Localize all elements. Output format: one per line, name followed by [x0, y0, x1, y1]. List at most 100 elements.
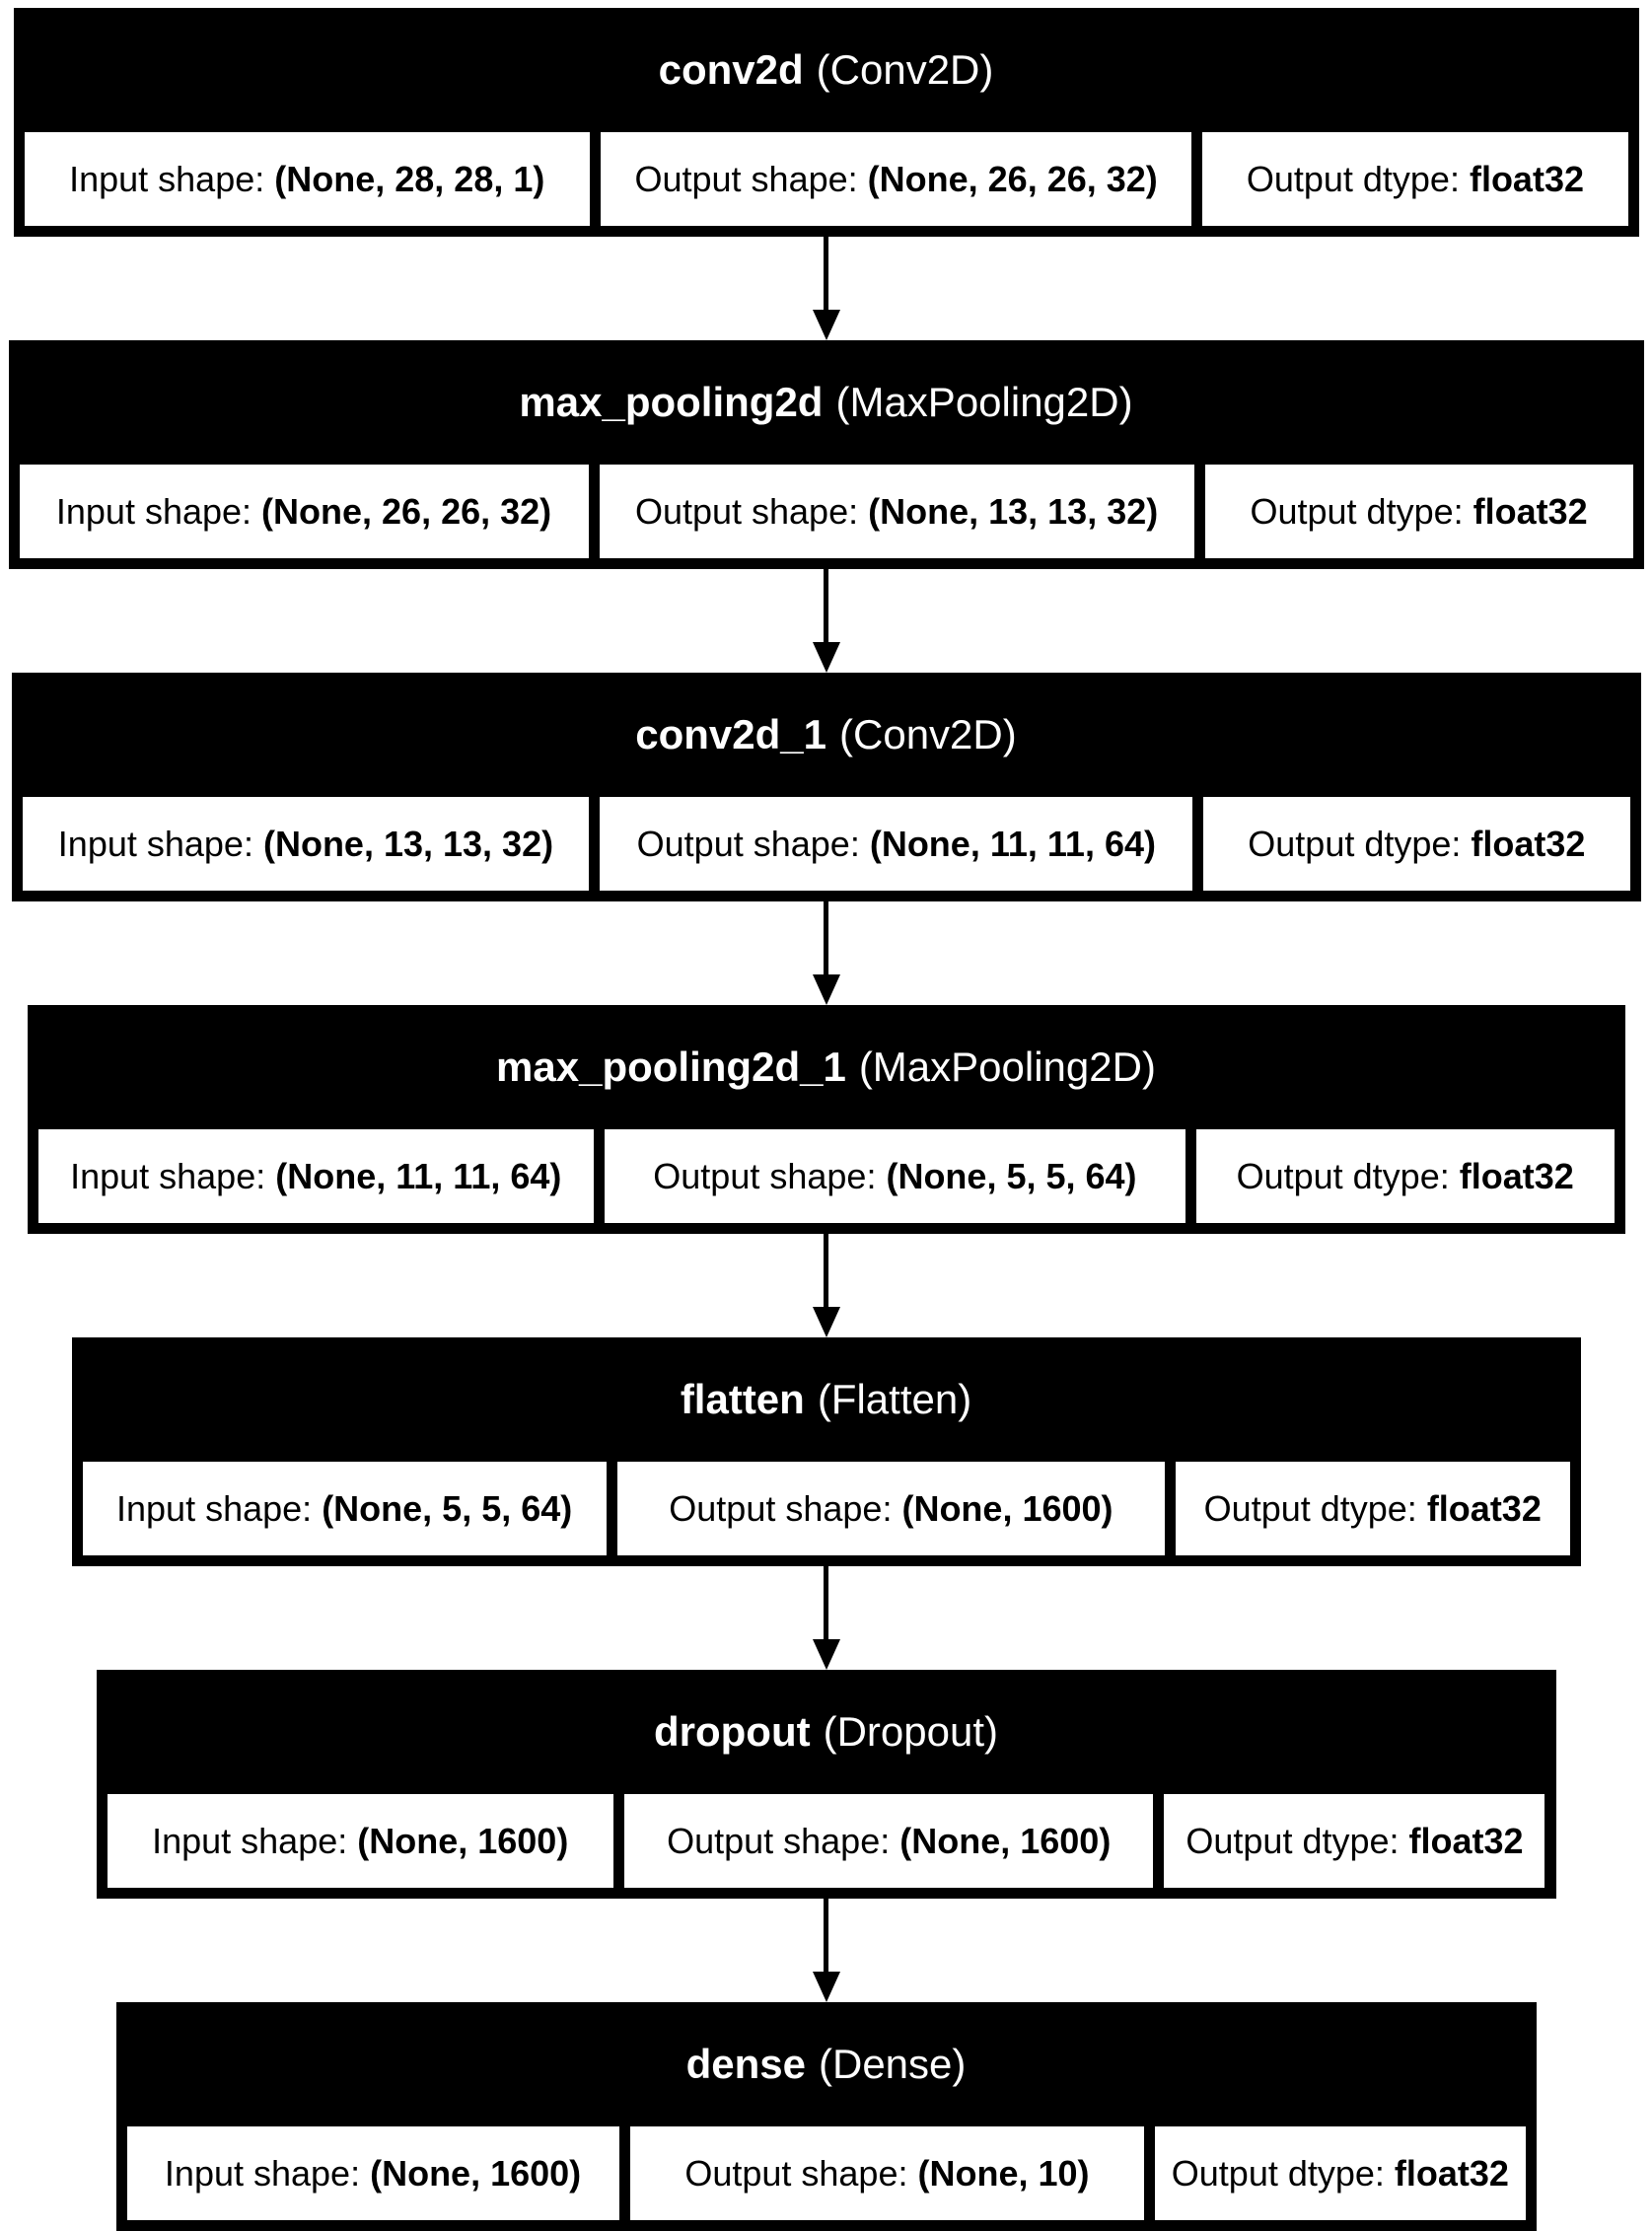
layer-info-row: Input shape: (None, 28, 28, 1) Output sh… [14, 132, 1639, 237]
layer-title: max_pooling2d (MaxPooling2D) [9, 340, 1644, 465]
output-shape-value: (None, 26, 26, 32) [867, 158, 1158, 199]
input-shape-label: Input shape: [152, 1820, 348, 1861]
output-dtype-cell: Output dtype: float32 [1164, 1794, 1545, 1888]
layer-info-row: Input shape: (None, 11, 11, 64) Output s… [28, 1129, 1625, 1234]
arrow-head-icon [812, 1972, 840, 2002]
output-shape-cell: Output shape: (None, 13, 13, 32) [599, 465, 1194, 558]
arrow-head-icon [812, 1307, 840, 1337]
output-dtype-label: Output dtype: [1250, 490, 1464, 532]
input-shape-cell: Input shape: (None, 1600) [107, 1794, 613, 1888]
arrow-line [824, 237, 828, 310]
layer-title: conv2d (Conv2D) [14, 8, 1639, 132]
input-shape-label: Input shape: [116, 1487, 313, 1529]
layer-node: dropout (Dropout) Input shape: (None, 16… [96, 1670, 1556, 1899]
layer-name: dense [685, 2041, 806, 2087]
output-shape-label: Output shape: [684, 2152, 908, 2194]
arrow-head-icon [812, 1639, 840, 1670]
layer-node: conv2d (Conv2D) Input shape: (None, 28, … [13, 8, 1639, 237]
flow-arrow [812, 1899, 841, 2002]
layer-info-row: Input shape: (None, 26, 26, 32) Output s… [9, 465, 1644, 569]
output-shape-cell: Output shape: (None, 10) [629, 2126, 1145, 2220]
input-shape-cell: Input shape: (None, 13, 13, 32) [22, 797, 590, 891]
output-dtype-cell: Output dtype: float32 [1204, 465, 1633, 558]
layer-node: conv2d_1 (Conv2D) Input shape: (None, 13… [11, 673, 1641, 901]
layer-type: (Conv2D) [816, 46, 994, 93]
flow-arrow [812, 237, 841, 340]
input-shape-value: (None, 1600) [370, 2152, 582, 2194]
layer-node: max_pooling2d_1 (MaxPooling2D) Input sha… [27, 1005, 1625, 1234]
output-shape-cell: Output shape: (None, 1600) [616, 1462, 1166, 1555]
output-dtype-cell: Output dtype: float32 [1202, 132, 1628, 226]
output-shape-value: (None, 5, 5, 64) [886, 1155, 1137, 1196]
layer-info-row: Input shape: (None, 1600) Output shape: … [97, 1794, 1556, 1899]
output-dtype-label: Output dtype: [1246, 158, 1460, 199]
arrow-head-icon [812, 642, 840, 673]
arrow-head-icon [812, 974, 840, 1005]
input-shape-cell: Input shape: (None, 5, 5, 64) [82, 1462, 607, 1555]
layer-type: (Flatten) [817, 1376, 972, 1422]
output-dtype-cell: Output dtype: float32 [1155, 2126, 1526, 2220]
output-dtype-cell: Output dtype: float32 [1203, 797, 1630, 891]
input-shape-value: (None, 11, 11, 64) [275, 1155, 562, 1196]
layer-type: (MaxPooling2D) [858, 1044, 1156, 1090]
layer-type: (Dense) [819, 2041, 967, 2087]
layer-type: (Conv2D) [839, 711, 1017, 757]
layer-node: dense (Dense) Input shape: (None, 1600) … [115, 2002, 1537, 2231]
output-shape-value: (None, 1600) [899, 1820, 1112, 1861]
arrow-line [824, 901, 828, 974]
output-shape-label: Output shape: [636, 823, 860, 864]
layer-info-row: Input shape: (None, 1600) Output shape: … [116, 2126, 1537, 2231]
output-shape-label: Output shape: [653, 1155, 877, 1196]
layer-node: max_pooling2d (MaxPooling2D) Input shape… [8, 340, 1644, 569]
output-shape-label: Output shape: [634, 490, 859, 532]
layer-info-row: Input shape: (None, 13, 13, 32) Output s… [12, 797, 1641, 901]
output-dtype-value: float32 [1426, 1487, 1542, 1529]
layer-name: dropout [653, 1708, 811, 1755]
output-shape-cell: Output shape: (None, 5, 5, 64) [604, 1129, 1185, 1223]
output-shape-label: Output shape: [667, 1820, 891, 1861]
layer-node: flatten (Flatten) Input shape: (None, 5,… [71, 1337, 1581, 1566]
arrow-head-icon [812, 310, 840, 340]
flow-arrow [812, 901, 841, 1005]
arrow-line [824, 569, 828, 642]
output-shape-cell: Output shape: (None, 11, 11, 64) [600, 797, 1193, 891]
input-shape-value: (None, 26, 26, 32) [261, 490, 552, 532]
layer-name: max_pooling2d_1 [496, 1044, 846, 1090]
layer-name: flatten [680, 1376, 805, 1422]
output-dtype-value: float32 [1459, 1155, 1574, 1196]
output-dtype-cell: Output dtype: float32 [1176, 1462, 1570, 1555]
layer-info-row: Input shape: (None, 5, 5, 64) Output sha… [72, 1462, 1581, 1566]
output-dtype-cell: Output dtype: float32 [1195, 1129, 1615, 1223]
input-shape-cell: Input shape: (None, 11, 11, 64) [37, 1129, 594, 1223]
output-dtype-label: Output dtype: [1203, 1487, 1417, 1529]
output-dtype-value: float32 [1472, 490, 1588, 532]
output-dtype-value: float32 [1394, 2152, 1509, 2194]
output-shape-label: Output shape: [669, 1487, 893, 1529]
input-shape-cell: Input shape: (None, 28, 28, 1) [24, 132, 590, 226]
output-dtype-value: float32 [1469, 158, 1584, 199]
arrow-line [824, 1234, 828, 1307]
layer-name: conv2d_1 [635, 711, 827, 757]
flow-arrow [812, 1566, 841, 1670]
layer-type: (MaxPooling2D) [835, 379, 1133, 425]
output-dtype-label: Output dtype: [1236, 1155, 1450, 1196]
input-shape-value: (None, 13, 13, 32) [262, 823, 554, 864]
output-shape-value: (None, 11, 11, 64) [869, 823, 1156, 864]
input-shape-label: Input shape: [55, 490, 252, 532]
output-dtype-label: Output dtype: [1171, 2152, 1385, 2194]
flow-arrow [812, 569, 841, 673]
input-shape-label: Input shape: [70, 1155, 266, 1196]
layer-title: dense (Dense) [116, 2002, 1537, 2126]
input-shape-label: Input shape: [57, 823, 253, 864]
layer-title: max_pooling2d_1 (MaxPooling2D) [28, 1005, 1625, 1129]
layer-type: (Dropout) [823, 1708, 998, 1755]
arrow-line [824, 1899, 828, 1972]
input-shape-cell: Input shape: (None, 1600) [126, 2126, 619, 2220]
layer-name: max_pooling2d [519, 379, 824, 425]
input-shape-value: (None, 5, 5, 64) [322, 1487, 573, 1529]
input-shape-value: (None, 1600) [357, 1820, 569, 1861]
input-shape-value: (None, 28, 28, 1) [274, 158, 545, 199]
output-dtype-value: float32 [1471, 823, 1586, 864]
input-shape-label: Input shape: [69, 158, 265, 199]
